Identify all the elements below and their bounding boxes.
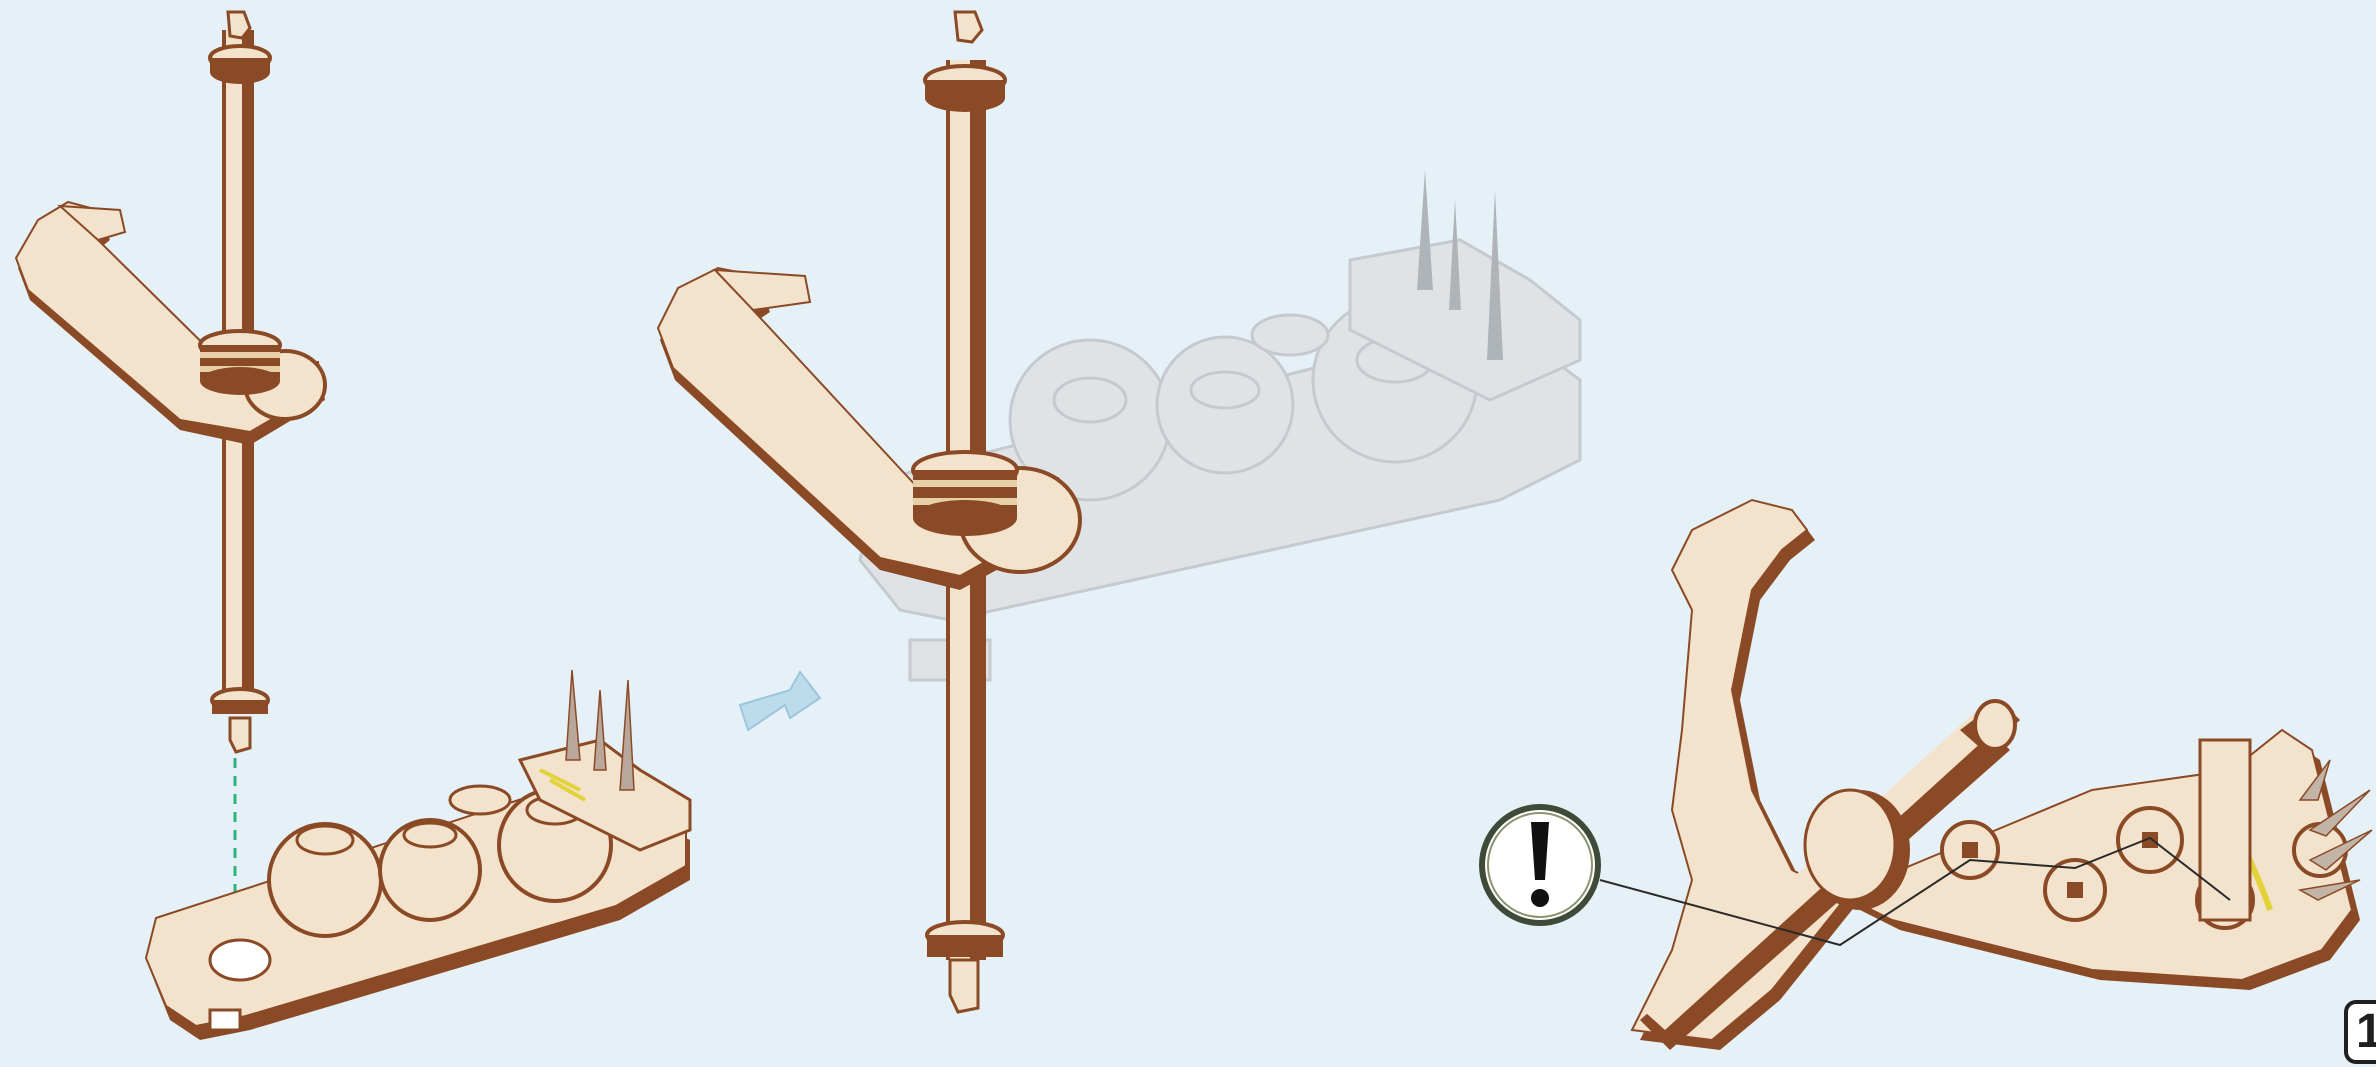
base-plate-with-gears [146, 670, 690, 1040]
panel-assembled-view [658, 12, 1580, 1012]
underside-tower [2200, 740, 2250, 920]
panel-underside-detail [1600, 500, 2372, 1050]
direction-arrow-icon [740, 672, 820, 730]
warning-exclamation-icon [1482, 807, 1598, 923]
step-number-badge: 1 [2344, 1000, 2376, 1064]
panel-exploded-view [16, 12, 690, 1040]
